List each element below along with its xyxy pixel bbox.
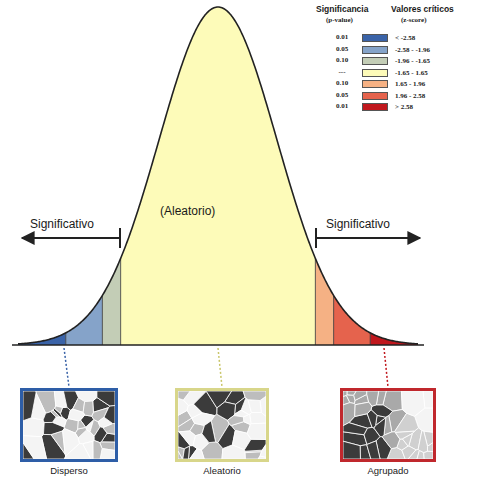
map-cell	[343, 423, 368, 435]
curve-band	[102, 258, 120, 345]
band-separator	[102, 295, 103, 345]
legend-header: (p-value)	[326, 17, 353, 25]
legend-swatch	[362, 69, 388, 77]
map-cell	[63, 428, 80, 456]
band-separator	[65, 333, 66, 345]
curve-band	[315, 258, 333, 345]
left-arrow	[22, 237, 120, 239]
map-cell	[190, 449, 205, 459]
map-frame	[20, 388, 118, 462]
map-cell	[93, 441, 102, 459]
map-frame	[175, 388, 269, 462]
zone-label: Significativo	[326, 218, 390, 231]
map-cells	[23, 391, 115, 459]
map-cell	[247, 423, 266, 439]
map-cell	[343, 391, 347, 396]
legend-header: Significancia	[316, 5, 368, 14]
p-value: 0.05	[328, 46, 356, 54]
map-cell	[367, 441, 380, 459]
map-cell	[248, 400, 261, 413]
legend-text: -1.65 - 1.65	[395, 69, 428, 77]
map-cell	[78, 420, 86, 429]
band-separator	[315, 258, 316, 345]
map-cell	[402, 434, 412, 447]
legend-text: -1.96 - -1.65	[395, 57, 430, 65]
band-separator	[370, 333, 371, 345]
map-cell	[43, 422, 64, 434]
legend-text: 1.65 - 1.96	[395, 80, 425, 88]
legend-swatch	[362, 80, 388, 88]
p-value: 0.05	[328, 92, 356, 100]
map-cell	[418, 431, 427, 453]
map-cell	[68, 409, 85, 421]
map-cell	[183, 446, 190, 459]
legend-swatch	[362, 57, 388, 65]
normal-curve	[18, 7, 418, 344]
legend-header: (z-score)	[401, 17, 427, 25]
band-separator	[333, 295, 334, 345]
map-cell	[179, 431, 196, 446]
map-cell	[401, 391, 424, 416]
map-cell	[250, 413, 266, 424]
map-cell	[23, 391, 36, 421]
legend-swatch	[362, 46, 388, 54]
map-cell	[402, 446, 416, 459]
map-cells	[343, 391, 433, 459]
map-cell	[202, 421, 216, 443]
map-cell	[104, 406, 115, 424]
panel-label: Aleatorio	[175, 465, 269, 476]
leader-line	[384, 348, 388, 387]
zone-label: (Aleatorio)	[160, 205, 215, 218]
p-value: ---	[328, 69, 356, 77]
map-cell	[354, 391, 367, 400]
map-cell	[94, 427, 107, 443]
panel-label: Agrupado	[340, 465, 436, 476]
legend-text: -2.58 - -1.96	[395, 46, 430, 54]
p-value: 0.01	[328, 34, 356, 42]
map-cell	[187, 404, 202, 418]
legend-text: 1.96 - 2.58	[395, 92, 425, 100]
map-cell	[43, 412, 56, 423]
arrow-stop	[315, 228, 317, 248]
leader-line	[64, 348, 69, 387]
map-cell	[343, 441, 360, 459]
map-panel: Agrupado	[340, 388, 436, 476]
map-cell	[178, 391, 190, 400]
legend-swatch	[362, 34, 388, 42]
p-value: 0.01	[328, 103, 356, 111]
zone-label: Significativo	[30, 218, 94, 231]
map-cell	[355, 402, 372, 416]
leader-line	[218, 348, 222, 387]
legend-text: < -2.58	[395, 34, 415, 42]
map-cell	[206, 391, 231, 408]
panel-label: Disperso	[20, 465, 118, 476]
legend-swatch	[362, 103, 388, 111]
map-panel: Aleatorio	[175, 388, 269, 476]
p-value: 0.10	[328, 80, 356, 88]
map-cell	[83, 401, 93, 416]
map-cell	[227, 416, 243, 426]
baseline	[12, 344, 424, 346]
legend-swatch	[362, 92, 388, 100]
map-cell	[97, 391, 115, 406]
right-arrow	[316, 237, 420, 239]
band-separator	[120, 258, 121, 345]
curve-band	[121, 7, 316, 345]
map-cell	[100, 449, 115, 459]
map-cell	[178, 398, 188, 415]
map-cell	[260, 444, 266, 457]
map-cell	[55, 406, 63, 413]
arrow-stop	[119, 228, 121, 248]
map-frame	[340, 388, 436, 462]
map-cell	[243, 391, 266, 401]
map-cells	[178, 391, 266, 459]
p-value: 0.10	[328, 57, 356, 65]
map-panel: Disperso	[20, 388, 118, 476]
map-cell	[258, 456, 266, 459]
map-cell	[23, 436, 47, 459]
legend-header: Valores críticos	[391, 5, 454, 14]
map-cell	[23, 418, 44, 437]
legend-text: > 2.58	[395, 103, 413, 111]
map-cell	[374, 418, 386, 437]
